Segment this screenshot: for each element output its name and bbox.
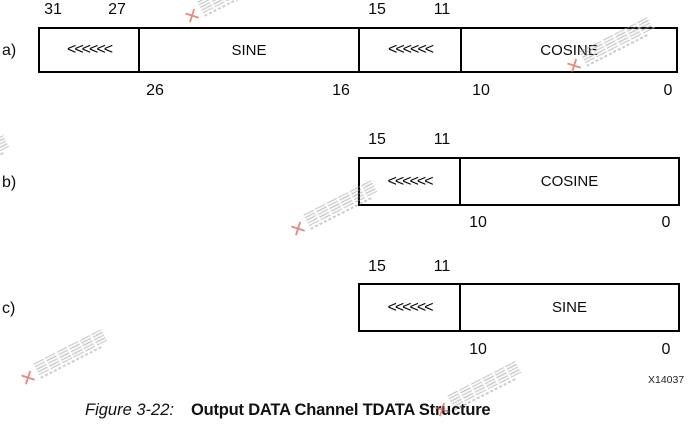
figure-caption: Figure 3-22: Output DATA Channel TDATA S… [85, 401, 491, 420]
bit-10-label: 10 [469, 214, 487, 231]
cosine-field: COSINE [540, 41, 598, 59]
field-divider [358, 29, 360, 71]
row-a-label: a) [2, 42, 17, 59]
field-divider [459, 159, 461, 204]
bit-0-label: 0 [661, 214, 671, 231]
register-a-box: <<<<<< SINE <<<<<< COSINE [38, 27, 678, 73]
watermark-stamp: ✕ [180, 0, 276, 30]
watermark-text [33, 328, 112, 382]
shift-field-2: <<<<<< [387, 41, 434, 58]
bit-10-label: 10 [472, 82, 490, 99]
sine-field: SINE [231, 41, 267, 59]
field-divider [460, 29, 462, 71]
bit-0-label: 0 [663, 82, 673, 99]
register-c-box: <<<<<< SINE [358, 283, 680, 332]
watermark-text [197, 0, 276, 20]
image-ref-number: X14037 [648, 374, 685, 386]
bit-11-label: 11 [433, 1, 451, 18]
watermark-x-icon: ✕ [286, 216, 311, 243]
watermark-x-icon: ✕ [180, 3, 205, 30]
row-b-label: b) [2, 174, 17, 191]
cosine-field: COSINE [540, 173, 599, 190]
bit-11-label: 11 [433, 258, 451, 275]
bit-27-label: 27 [108, 1, 126, 18]
shift-field: <<<<<< [387, 298, 433, 316]
sine-field: SINE [551, 299, 587, 316]
figure-number-label: Figure 3-22: [85, 401, 174, 419]
field-divider [459, 285, 461, 330]
figure-title: Output DATA Channel TDATA Structure [190, 401, 491, 419]
field-divider [138, 29, 140, 71]
bit-26-label: 26 [146, 82, 164, 99]
bit-16-label: 16 [332, 82, 350, 99]
watermark-stamp: ✕ [16, 328, 112, 392]
bit-15-label: 15 [368, 131, 386, 148]
shift-field-1: <<<<<< [66, 41, 113, 58]
register-b-box: <<<<<< COSINE [358, 157, 680, 206]
bit-0-label: 0 [661, 341, 671, 358]
bit-15-label: 15 [368, 258, 386, 275]
bit-11-label: 11 [433, 131, 451, 148]
bit-10-label: 10 [469, 341, 487, 358]
row-c-label: c) [2, 300, 16, 317]
watermark-x-icon: ✕ [16, 365, 41, 392]
bit-15-label: 15 [368, 1, 386, 18]
bit-31-label: 31 [44, 1, 62, 18]
shift-field: <<<<<< [387, 172, 433, 190]
